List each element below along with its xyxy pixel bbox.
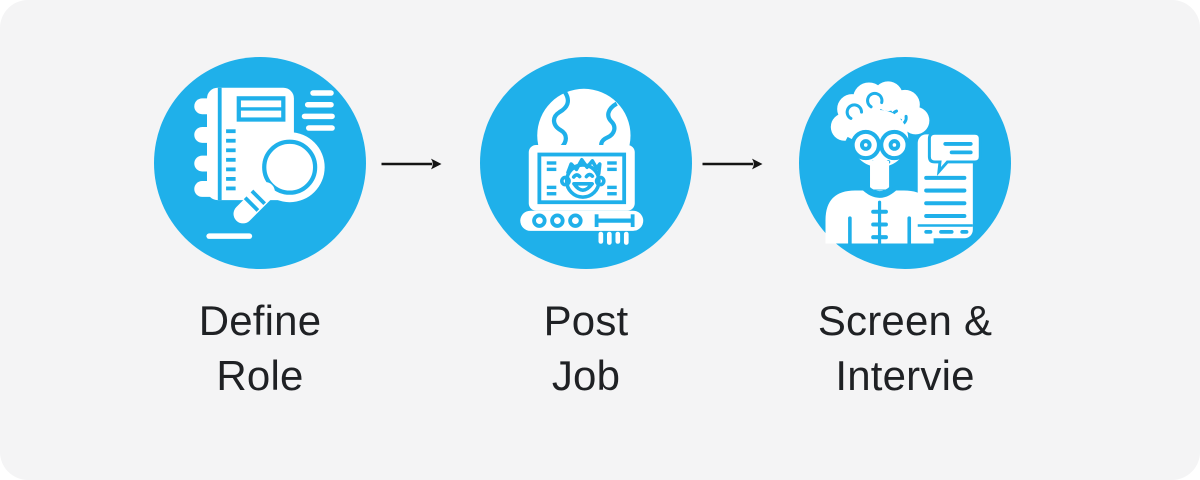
step-circle-define-role [154, 57, 366, 269]
step-label-line: Screen & [817, 297, 993, 344]
notebook-magnifier-icon [194, 87, 335, 239]
step-label-line: Job [551, 352, 621, 399]
step-label-post-job: Post Job [436, 293, 736, 403]
step-label-define-role: Define Role [110, 293, 410, 403]
interviewer-chat-document-icon [825, 81, 982, 246]
step-label-line: Role [216, 352, 304, 399]
step-label-line: Intervie [835, 352, 975, 399]
arrow-right-icon [702, 158, 763, 170]
step-label-line: Define [198, 297, 322, 344]
step-circle-screen-interview [799, 57, 1011, 269]
step-label-screen-interview: Screen & Intervie [755, 293, 1055, 403]
step-label-line: Post [543, 297, 629, 344]
step-circle-post-job [480, 57, 692, 269]
arrow-right-icon [381, 158, 442, 170]
laptop-globe-candidate-icon [520, 88, 644, 245]
